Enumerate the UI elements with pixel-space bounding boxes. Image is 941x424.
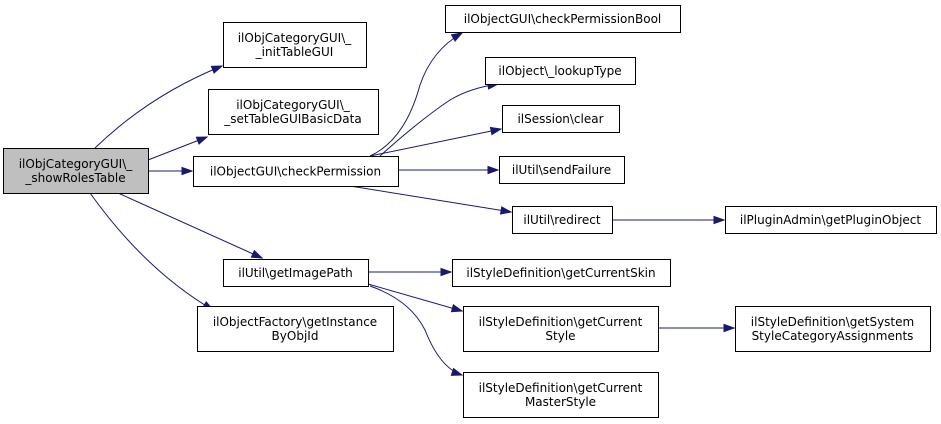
node-label-line: ilObjCategoryGUI\_	[238, 31, 353, 45]
node-label-line: ilPluginAdmin\getPluginObject	[740, 213, 922, 227]
node-box	[208, 89, 379, 135]
edge-line	[94, 65, 223, 149]
arrowhead-icon	[250, 249, 264, 259]
node-label-line: ilSession\clear	[517, 112, 603, 126]
arrowhead-icon	[499, 206, 513, 215]
node-box	[3, 148, 149, 194]
edge-getCurrentStyle-to-getSystemStyleCategoryAssignments	[658, 323, 736, 333]
node-box	[499, 156, 625, 184]
node-box	[452, 259, 671, 287]
arrowhead-icon	[450, 32, 464, 42]
arrowhead-icon	[181, 166, 194, 176]
node-label-line: Style	[545, 329, 575, 343]
edge-line	[379, 83, 499, 157]
node-label-line: StyleCategoryAssignments	[752, 329, 914, 343]
node-label-line: ilObjectGUI\checkPermission	[210, 165, 381, 179]
nodes-layer: ilObjCategoryGUI\__showRolesTableilObjCa…	[3, 5, 937, 418]
node-getSystemStyleCategoryAssignments[interactable]: ilStyleDefinition\getSystemStyleCategory…	[735, 306, 931, 352]
edge-root-to-getInstanceByObjId	[89, 192, 215, 311]
node-label-line: ilObjectGUI\checkPermissionBool	[464, 12, 662, 26]
node-box	[735, 306, 931, 352]
node-label-line: ilObject\_lookupType	[498, 64, 621, 78]
edge-checkPermission-to-sessionClear	[369, 126, 503, 157]
node-label-line: ilStyleDefinition\getCurrentSkin	[466, 266, 655, 280]
node-label-line: MasterStyle	[525, 395, 596, 409]
edge-line	[349, 185, 512, 213]
node-label-line: ilObjCategoryGUI\_	[236, 98, 351, 112]
node-sessionClear[interactable]: ilSession\clear	[502, 105, 620, 133]
node-initTableGUI[interactable]: ilObjCategoryGUI\__initTableGUI	[223, 22, 367, 68]
node-box	[502, 105, 620, 133]
arrowhead-icon	[723, 323, 736, 333]
node-label-line: _showRolesTable	[24, 171, 125, 185]
node-label-line: ilUtil\redirect	[523, 213, 601, 227]
edge-line	[89, 192, 214, 311]
arrowhead-icon	[450, 303, 464, 313]
edge-getImagePath-to-getCurrentStyle	[367, 283, 464, 313]
node-box	[223, 22, 367, 68]
arrowhead-icon	[487, 165, 500, 175]
edge-getImagePath-to-getCurrentMasterStyle	[369, 285, 464, 376]
edge-checkPermission-to-checkPermissionBool	[369, 32, 464, 157]
edge-checkPermission-to-lookupType	[379, 81, 500, 157]
node-box	[197, 306, 394, 352]
node-box	[445, 5, 681, 33]
node-checkPermission[interactable]: ilObjectGUI\checkPermission	[193, 156, 399, 187]
node-box	[223, 259, 369, 287]
arrowhead-icon	[195, 136, 209, 145]
arrowhead-icon	[450, 367, 464, 376]
node-checkPermissionBool[interactable]: ilObjectGUI\checkPermissionBool	[445, 5, 681, 33]
arrowhead-icon	[489, 126, 503, 136]
node-box	[463, 306, 659, 352]
node-getPluginObject[interactable]: ilPluginAdmin\getPluginObject	[725, 206, 937, 234]
node-label-line: ilObjectFactory\getInstance	[213, 315, 377, 329]
node-setTableGUIBasicData[interactable]: ilObjCategoryGUI\__setTableGUIBasicData	[208, 89, 379, 135]
node-label-line: _initTableGUI	[255, 45, 334, 59]
node-getImagePath[interactable]: ilUtil\getImagePath	[223, 259, 369, 287]
node-label-line: ByObjId	[272, 329, 319, 343]
node-sendFailure[interactable]: ilUtil\sendFailure	[499, 156, 625, 184]
edge-line	[147, 136, 208, 161]
node-box	[463, 372, 659, 418]
node-label-line: ilObjCategoryGUI\_	[19, 157, 134, 171]
node-label-line: _setTableGUIBasicData	[223, 112, 361, 126]
node-label-line: ilStyleDefinition\getCurrent	[479, 315, 643, 329]
edge-root-to-setTableGUIBasicData	[147, 136, 209, 161]
edge-line	[367, 283, 463, 312]
node-root[interactable]: ilObjCategoryGUI\__showRolesTable	[3, 148, 149, 194]
node-label-line: ilStyleDefinition\getSystem	[751, 315, 914, 329]
arrowhead-icon	[210, 65, 224, 74]
node-redirect[interactable]: ilUtil\redirect	[512, 206, 613, 234]
edge-line	[369, 285, 463, 376]
edge-getImagePath-to-getCurrentSkin	[368, 267, 453, 277]
node-box	[725, 206, 937, 234]
edge-line	[117, 192, 263, 259]
edge-checkPermission-to-redirect	[349, 185, 513, 215]
edge-checkPermission-to-sendFailure	[398, 165, 500, 175]
node-label-line: ilStyleDefinition\getCurrent	[479, 381, 643, 395]
edge-line	[369, 128, 502, 157]
node-lookupType[interactable]: ilObject\_lookupType	[485, 57, 636, 85]
arrowhead-icon	[440, 267, 453, 277]
edge-redirect-to-getPluginObject	[612, 215, 726, 225]
node-getCurrentSkin[interactable]: ilStyleDefinition\getCurrentSkin	[452, 259, 671, 287]
node-box	[512, 206, 613, 234]
node-label-line: ilUtil\sendFailure	[512, 163, 611, 177]
edge-root-to-checkPermission	[148, 166, 194, 176]
edge-line	[369, 32, 463, 157]
node-label-line: ilUtil\getImagePath	[238, 266, 353, 280]
node-box	[193, 156, 399, 187]
edge-root-to-getImagePath	[117, 192, 264, 259]
arrowhead-icon	[713, 215, 726, 225]
node-box	[485, 57, 636, 85]
edge-root-to-initTableGUI	[94, 65, 224, 149]
